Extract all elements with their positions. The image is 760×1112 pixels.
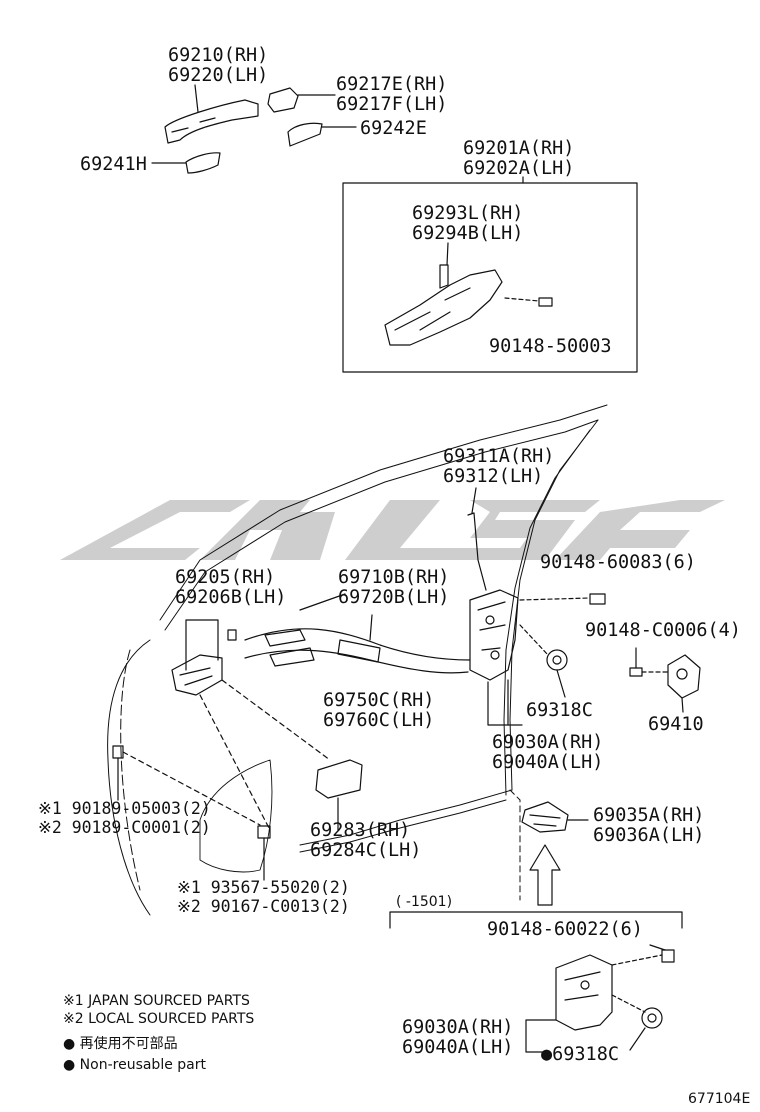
label-screw-55020: ※1 93567-55020(2) — [177, 878, 350, 897]
label-sub-lh: 69294B(LH) — [412, 223, 524, 244]
label-handle-rh: 69210(RH) — [168, 45, 269, 66]
label-screw-50003: 90148-50003 — [489, 336, 612, 357]
part-69318c — [546, 649, 568, 698]
outside-handle — [164, 84, 259, 144]
door-lock — [469, 589, 606, 726]
note-non-reusable-en: ● Non-reusable part — [63, 1057, 206, 1073]
note-non-reusable-jp: ● 再使用不可部品 — [63, 1036, 178, 1052]
label-cable1-rh: 69710B(RH) — [338, 567, 450, 588]
door-outline — [107, 404, 608, 916]
label-cover2-rh: 69035A(RH) — [593, 805, 705, 826]
label-cable2-lh: 69760C(LH) — [323, 710, 435, 731]
label-screw-c0013: ※2 90167-C0013(2) — [177, 897, 350, 916]
label-inner-rh: 69205(RH) — [175, 567, 276, 588]
label-clip-c0001: ※2 90189-C0001(2) — [38, 818, 211, 837]
bezel — [315, 759, 363, 831]
label-striker: 69410 — [648, 714, 704, 735]
handle-frame — [384, 242, 553, 346]
up-arrow — [529, 844, 561, 906]
label-lock-rh: 69030A(RH) — [492, 732, 604, 753]
label-screw-60022: 90148-60022(6) — [487, 919, 643, 940]
label-lock-lh: 69040A(LH) — [492, 752, 604, 773]
label-pad-69242e: 69242E — [360, 118, 427, 139]
door-lock-lower — [525, 944, 675, 1053]
diagram-code: 677104E — [688, 1091, 751, 1107]
handle-cover — [267, 87, 336, 113]
label-handle-lh: 69220(LH) — [168, 65, 269, 86]
label-pad-69241h: 69241H — [80, 154, 147, 175]
note-local-sourced: ※2 LOCAL SOURCED PARTS — [63, 1011, 255, 1027]
label-bezel-rh: 69283(RH) — [310, 820, 411, 841]
label-date-range: ( -1501) — [396, 894, 453, 910]
label-lock2-lh: 69040A(LH) — [402, 1037, 514, 1058]
label-rod-rh: 69311A(RH) — [443, 446, 555, 467]
label-inner-lh: 69206B(LH) — [175, 587, 287, 608]
label-lock2-rh: 69030A(RH) — [402, 1017, 514, 1038]
lower-bracket — [389, 911, 683, 929]
cables — [244, 593, 471, 674]
note-japan-sourced: ※1 JAPAN SOURCED PARTS — [63, 993, 250, 1009]
lock-cover — [521, 801, 589, 833]
screw — [257, 825, 271, 881]
label-frame-lh: 69202A(LH) — [463, 158, 575, 179]
label-cable2-rh: 69750C(RH) — [323, 690, 435, 711]
label-clip-05003: ※1 90189-05003(2) — [38, 799, 211, 818]
frame-box — [342, 182, 638, 373]
label-cable1-lh: 69720B(LH) — [338, 587, 450, 608]
label-screw-60083: 90148-60083(6) — [540, 552, 696, 573]
label-cover2-lh: 69036A(LH) — [593, 825, 705, 846]
label-frame-rh: 69201A(RH) — [463, 138, 575, 159]
rod — [467, 487, 487, 591]
label-cover-rh: 69217E(RH) — [336, 74, 448, 95]
label-bezel-lh: 69284C(LH) — [310, 840, 422, 861]
label-screw-c0006: 90148-C0006(4) — [585, 620, 741, 641]
label-cover-lh: 69217F(LH) — [336, 94, 448, 115]
clip — [112, 745, 261, 826]
part2-69318c — [629, 1007, 663, 1051]
label-69318c: 69318C — [526, 700, 593, 721]
inside-handle — [171, 619, 331, 831]
pad-69242e — [287, 122, 357, 147]
label-69318c-lower: ●69318C — [541, 1044, 619, 1065]
label-sub-rh: 69293L(RH) — [412, 203, 524, 224]
pad-69241h — [151, 152, 221, 174]
label-rod-lh: 69312(LH) — [443, 466, 544, 487]
striker — [629, 647, 701, 713]
